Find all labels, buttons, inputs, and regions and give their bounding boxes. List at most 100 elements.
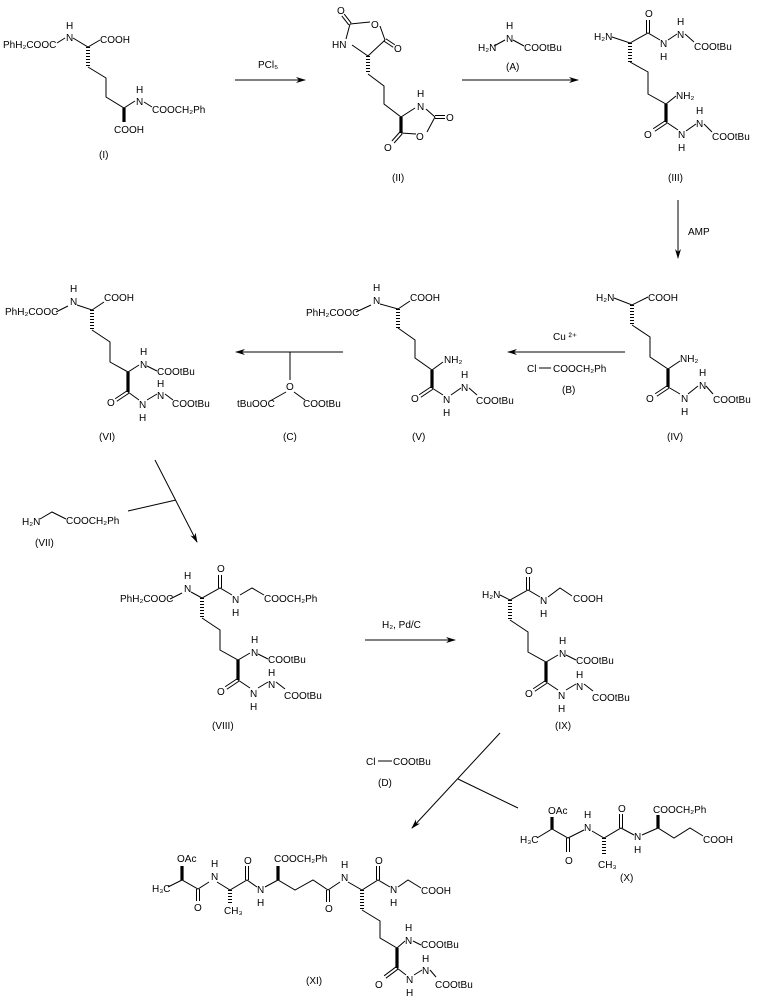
atom-label: COOH — [703, 835, 733, 846]
bond — [239, 587, 265, 596]
double-bond — [224, 678, 238, 688]
compound-label-iv: (IV) — [667, 432, 683, 443]
atom-label: NH₂ — [444, 355, 462, 366]
atom-label: N — [584, 823, 591, 834]
atom-label: N — [559, 649, 566, 660]
bond — [257, 653, 269, 660]
bond — [201, 617, 251, 661]
atom-label: COOH — [573, 594, 603, 605]
atom-label: N — [405, 936, 412, 947]
bond — [146, 393, 158, 401]
atom-label: H — [506, 21, 513, 32]
compound-label-iii: (III) — [668, 173, 683, 184]
bond — [361, 909, 406, 949]
bond — [685, 123, 697, 132]
reagent-branch-line — [457, 778, 519, 809]
atom-label: COOtBu — [303, 399, 341, 410]
bond — [413, 969, 423, 976]
atom-label: COOtBu — [268, 655, 306, 666]
bond — [667, 33, 678, 41]
double-bond — [383, 40, 394, 48]
atom-label: N — [406, 975, 413, 986]
compound-label-vi: (VI) — [99, 432, 115, 443]
bond — [379, 25, 386, 41]
atom-label: OAc — [548, 806, 567, 817]
bond — [264, 879, 341, 891]
atom-label: COOH — [100, 35, 130, 46]
bond — [705, 385, 714, 395]
bond — [667, 386, 681, 395]
atom-label: COOCH₂Ph — [152, 105, 205, 116]
bond — [565, 683, 577, 691]
atom-label: N — [699, 381, 706, 392]
atom-label: O — [325, 904, 333, 915]
bond — [275, 681, 286, 690]
bond — [39, 511, 67, 520]
atom-label: H — [660, 52, 667, 63]
atom-label: N — [139, 400, 146, 411]
bond — [397, 327, 444, 371]
atom-label: H₂N — [596, 293, 614, 304]
bond — [493, 39, 506, 47]
atom-label: H — [390, 898, 397, 909]
bond — [146, 365, 158, 372]
atom-label: N — [461, 383, 468, 394]
bond — [56, 37, 66, 44]
bond — [547, 587, 573, 598]
atom-label: N — [66, 33, 73, 44]
atom-label: PhH₂COOC — [3, 40, 56, 51]
atom-label: N — [257, 885, 264, 896]
atom-label: CH₃ — [598, 860, 617, 871]
atom-label: H — [136, 85, 143, 96]
atom-label: N — [696, 119, 703, 130]
reagent-branch-line — [127, 499, 177, 512]
atom-label: H — [584, 810, 591, 821]
atom-label: N — [540, 596, 547, 607]
atom-label: COOtBu — [421, 940, 459, 951]
atom-label: N — [390, 885, 397, 896]
atom-label: N — [506, 34, 513, 45]
double-bond — [114, 390, 128, 400]
atom-label: PhH₂COOC — [5, 307, 58, 318]
atom-label: COOtBu — [713, 395, 751, 406]
atom-label: COOtBu — [172, 399, 210, 410]
atom-label: H — [461, 370, 468, 381]
bond — [536, 828, 585, 839]
atom-label: CH₃ — [224, 906, 243, 917]
atom-label: COOH — [648, 293, 678, 304]
bond — [687, 385, 699, 395]
bond — [565, 654, 577, 661]
double-bond — [418, 386, 432, 396]
atom-label: H — [66, 21, 73, 32]
bond — [91, 329, 140, 373]
bond — [345, 23, 351, 40]
atom-label: N — [634, 832, 641, 843]
reagent-copper: Cu ²⁺ — [553, 332, 577, 343]
reagent-label-d: (D) — [378, 778, 392, 789]
atom-label: H — [417, 89, 424, 100]
bond — [237, 679, 251, 689]
double-bond — [654, 385, 668, 395]
reagent-hydrogenation: H₂, Pd/C — [382, 620, 421, 631]
atom-label: H — [634, 845, 641, 856]
bond — [367, 73, 416, 118]
atom-label: H — [184, 571, 191, 582]
atom-label: N — [250, 689, 257, 700]
bond — [76, 301, 105, 311]
bond — [450, 387, 462, 396]
atom-label: N — [443, 395, 450, 406]
compound-label-vii: (VII) — [35, 538, 54, 549]
bond — [269, 391, 287, 402]
compound-label-i: (I) — [99, 150, 108, 161]
bond — [591, 827, 635, 839]
atom-label: O — [337, 6, 345, 17]
atom-label: N — [232, 595, 239, 606]
bond — [412, 940, 422, 946]
bond — [127, 391, 140, 401]
bond — [351, 39, 386, 57]
bond — [703, 123, 713, 133]
bond — [665, 121, 679, 131]
bond — [499, 589, 541, 601]
atom-label: PhH₂COOC — [120, 594, 173, 605]
